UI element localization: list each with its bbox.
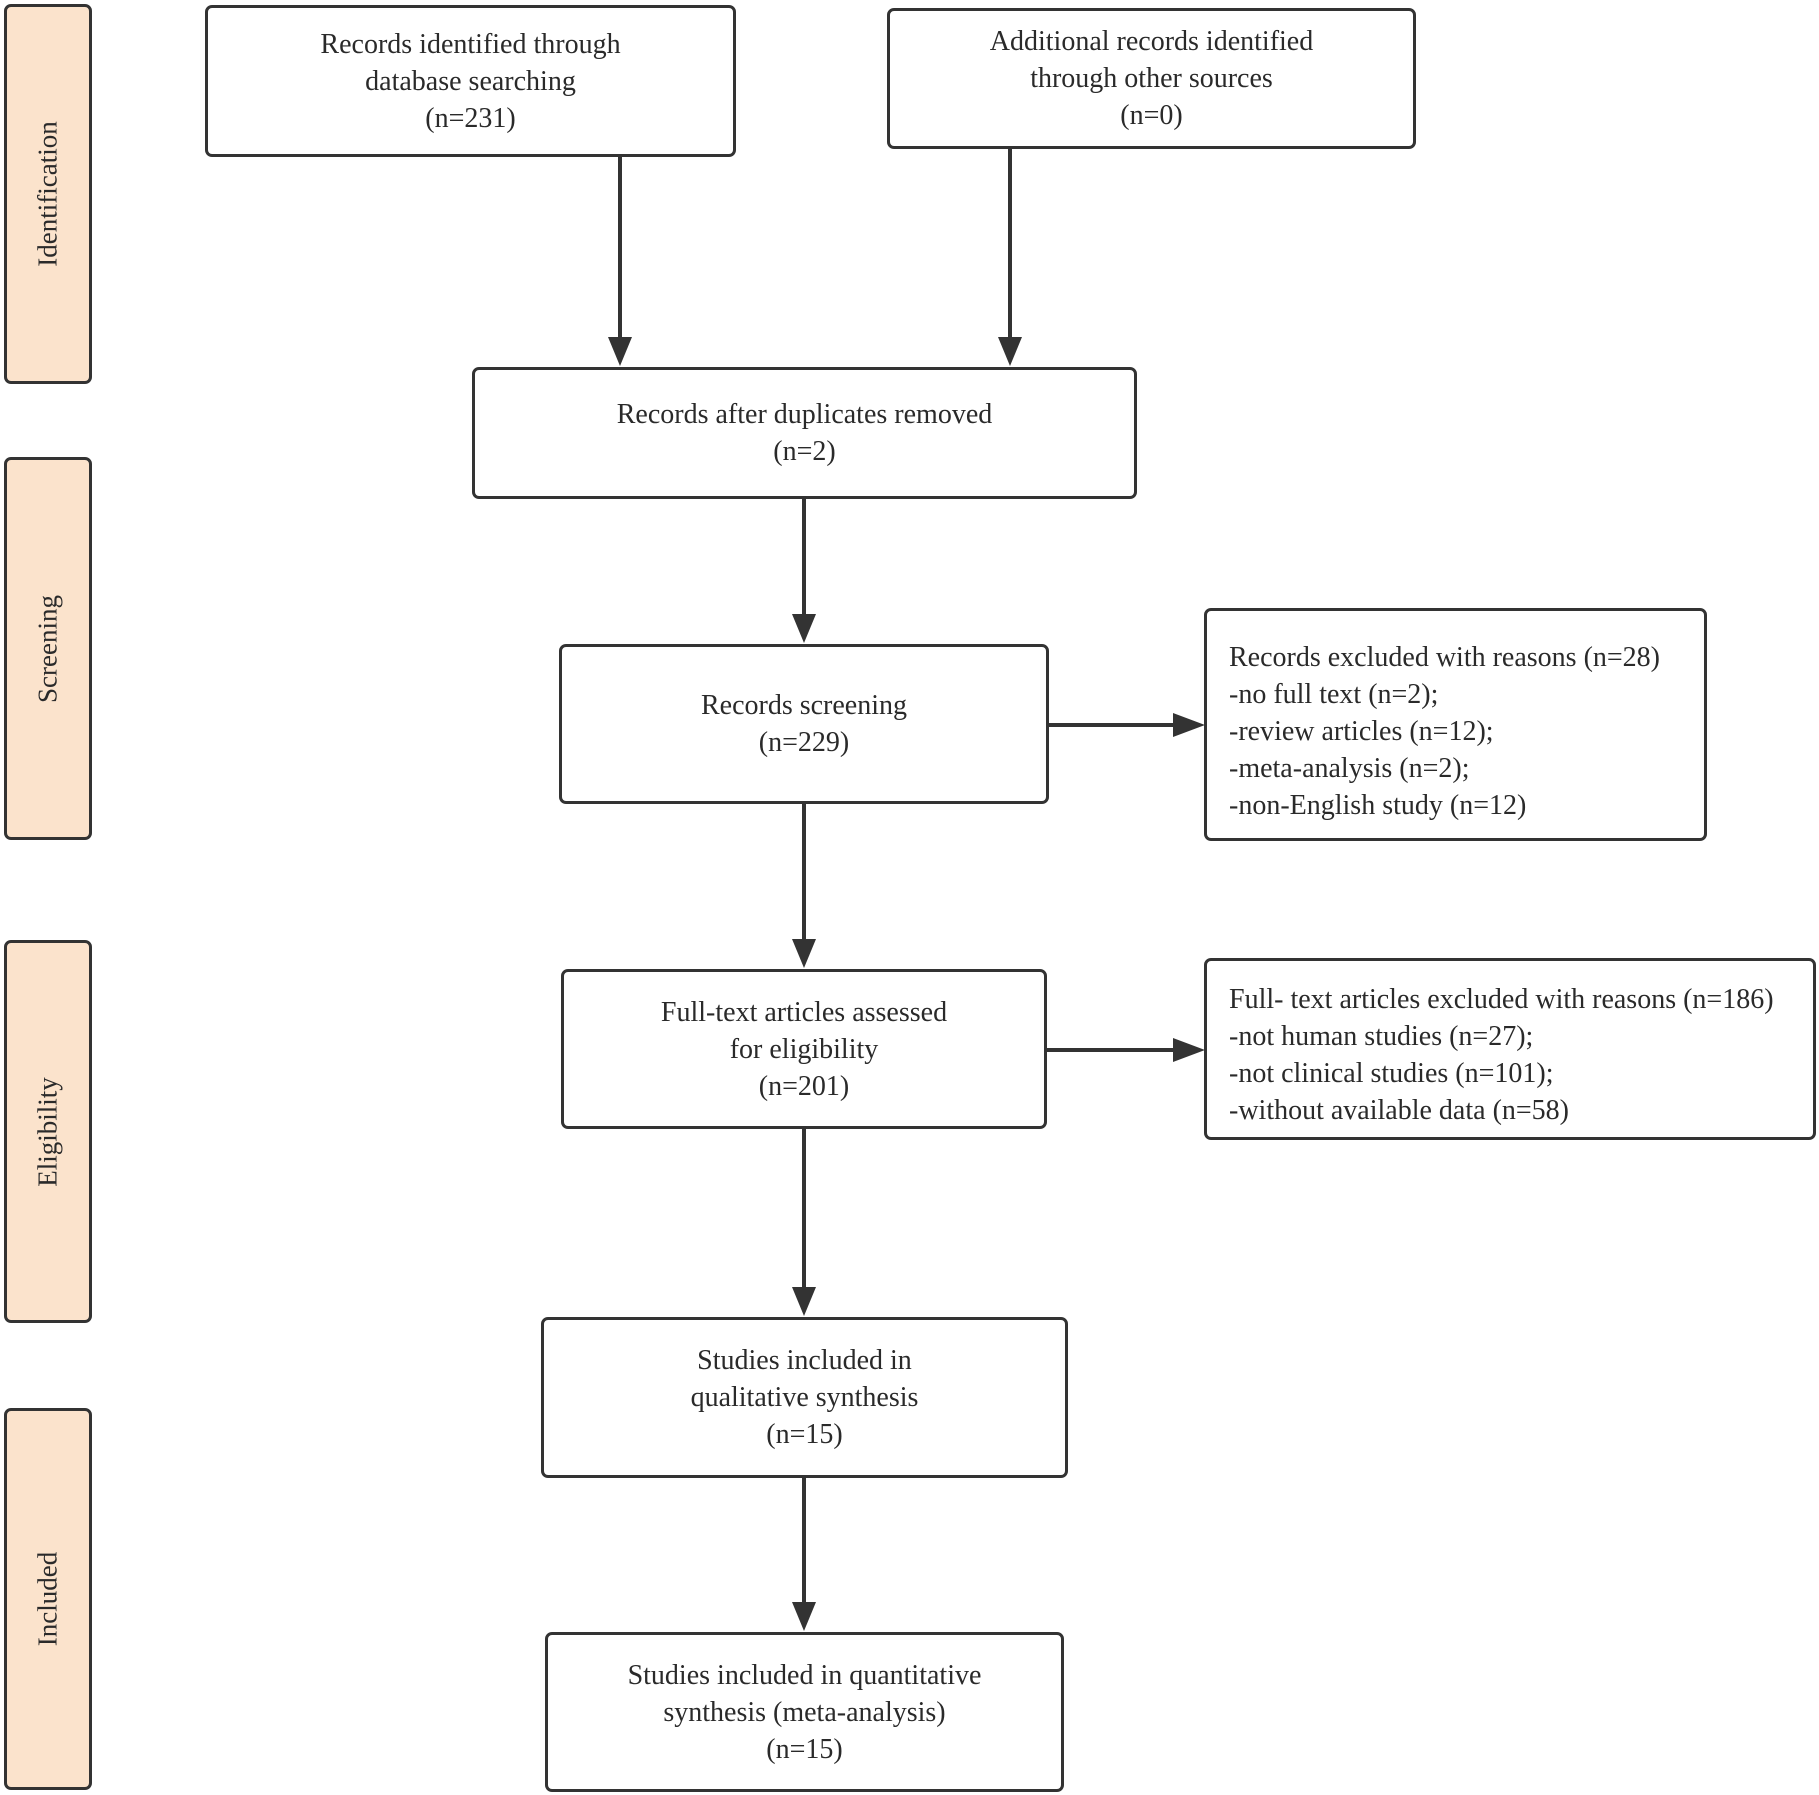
phase-identification: Identification	[4, 4, 92, 384]
eligibility-exclusion-reason: -not clinical studies (n=101);	[1229, 1058, 1554, 1089]
records-screening-line1: Records screening	[700, 690, 908, 721]
full-text-assessed-count: (n=201)	[758, 1070, 850, 1102]
database-records-line2: database searching	[365, 65, 576, 97]
full-text-assessed-line2: for eligibility	[729, 1033, 879, 1065]
records-screening-count: (n=229)	[758, 727, 850, 758]
phase-label-screening: Screening	[32, 594, 63, 703]
phase-label-included: Included	[32, 1551, 63, 1647]
phase-included: Included	[4, 1408, 92, 1790]
qualitative-synthesis-count: (n=15)	[766, 1419, 843, 1450]
screening-exclusions-box: Records excluded with reasons (n=28) -no…	[1204, 608, 1707, 841]
duplicates-removed-count: (n=2)	[773, 436, 836, 467]
screening-exclusions-title: Records excluded with reasons (n=28)	[1229, 642, 1661, 673]
arrowhead-icon	[792, 614, 816, 643]
quantitative-synthesis-line1: Studies included in quantitative	[627, 1659, 982, 1691]
quantitative-synthesis-box: Studies included in quantitative synthes…	[545, 1632, 1064, 1792]
qualitative-synthesis-line2: qualitative synthesis	[690, 1382, 919, 1413]
screening-exclusion-reason: -review articles (n=12);	[1229, 716, 1494, 747]
screening-exclusion-reason: -no full text (n=2);	[1229, 679, 1439, 710]
qualitative-synthesis-text: Studies included in qualitative synthesi…	[691, 1342, 919, 1453]
screening-exclusion-reason: -meta-analysis (n=2);	[1229, 753, 1470, 784]
database-records-text: Records identified through database sear…	[320, 26, 620, 137]
eligibility-exclusions-title: Full- text articles excluded with reason…	[1229, 984, 1774, 1015]
full-text-assessed-text: Full-text articles assessed for eligibil…	[661, 994, 947, 1105]
phase-label-identification: Identification	[32, 121, 63, 267]
other-sources-box: Additional records identified through ot…	[887, 8, 1416, 149]
screening-exclusions-text: Records excluded with reasons (n=28) -no…	[1229, 639, 1704, 824]
arrowhead-icon	[608, 337, 632, 366]
arrowhead-icon	[792, 1602, 816, 1631]
duplicates-removed-box: Records after duplicates removed (n=2)	[472, 367, 1137, 499]
quantitative-synthesis-text: Studies included in quantitative synthes…	[628, 1657, 982, 1768]
qualitative-synthesis-box: Studies included in qualitative synthesi…	[541, 1317, 1068, 1478]
other-sources-text: Additional records identified through ot…	[990, 23, 1313, 134]
eligibility-exclusions-box: Full- text articles excluded with reason…	[1204, 958, 1816, 1140]
records-screening-text: Records screening (n=229)	[701, 687, 907, 761]
arrowhead-icon	[792, 1287, 816, 1316]
database-records-box: Records identified through database sear…	[205, 5, 736, 157]
database-records-count: (n=231)	[425, 102, 516, 134]
records-screening-box: Records screening (n=229)	[559, 644, 1049, 804]
phase-screening: Screening	[4, 457, 92, 840]
arrowhead-icon	[1173, 1038, 1205, 1062]
quantitative-synthesis-line2: synthesis (meta-analysis)	[663, 1696, 946, 1728]
duplicates-removed-line1: Records after duplicates removed	[616, 399, 993, 430]
other-sources-count: (n=0)	[1120, 100, 1183, 131]
eligibility-exclusion-reason: -without available data (n=58)	[1229, 1095, 1570, 1126]
eligibility-exclusions-text: Full- text articles excluded with reason…	[1229, 981, 1813, 1129]
quantitative-synthesis-count: (n=15)	[766, 1733, 843, 1765]
other-sources-line1: Additional records identified	[989, 26, 1314, 57]
full-text-assessed-line1: Full-text articles assessed	[660, 996, 948, 1028]
eligibility-exclusion-reason: -not human studies (n=27);	[1229, 1021, 1534, 1052]
screening-exclusion-reason: -non-English study (n=12)	[1229, 790, 1527, 821]
qualitative-synthesis-line1: Studies included in	[697, 1345, 912, 1376]
phase-label-eligibility: Eligibility	[32, 1076, 63, 1187]
full-text-assessed-box: Full-text articles assessed for eligibil…	[561, 969, 1047, 1129]
arrowhead-icon	[998, 337, 1022, 366]
arrowhead-icon	[1173, 713, 1205, 737]
duplicates-removed-text: Records after duplicates removed (n=2)	[617, 396, 993, 470]
other-sources-line2: through other sources	[1030, 63, 1273, 94]
phase-eligibility: Eligibility	[4, 940, 92, 1323]
arrowhead-icon	[792, 939, 816, 968]
database-records-line1: Records identified through	[320, 28, 621, 60]
